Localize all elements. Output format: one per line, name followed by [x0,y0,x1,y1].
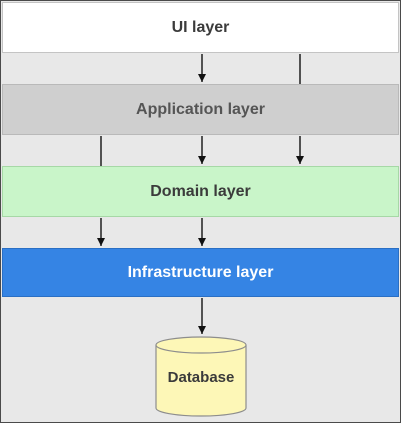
domain-layer-label: Domain layer [150,182,251,200]
application-layer-box: Application layer [2,84,399,135]
infrastructure-layer-box: Infrastructure layer [2,248,399,297]
ui-layer-label: UI layer [171,18,230,36]
domain-layer-box: Domain layer [2,166,399,217]
database-label: Database [167,369,235,386]
application-layer-label: Application layer [136,100,265,118]
database-icon [155,336,247,417]
ui-layer-box: UI layer [2,2,399,53]
infrastructure-layer-label: Infrastructure layer [127,263,274,281]
